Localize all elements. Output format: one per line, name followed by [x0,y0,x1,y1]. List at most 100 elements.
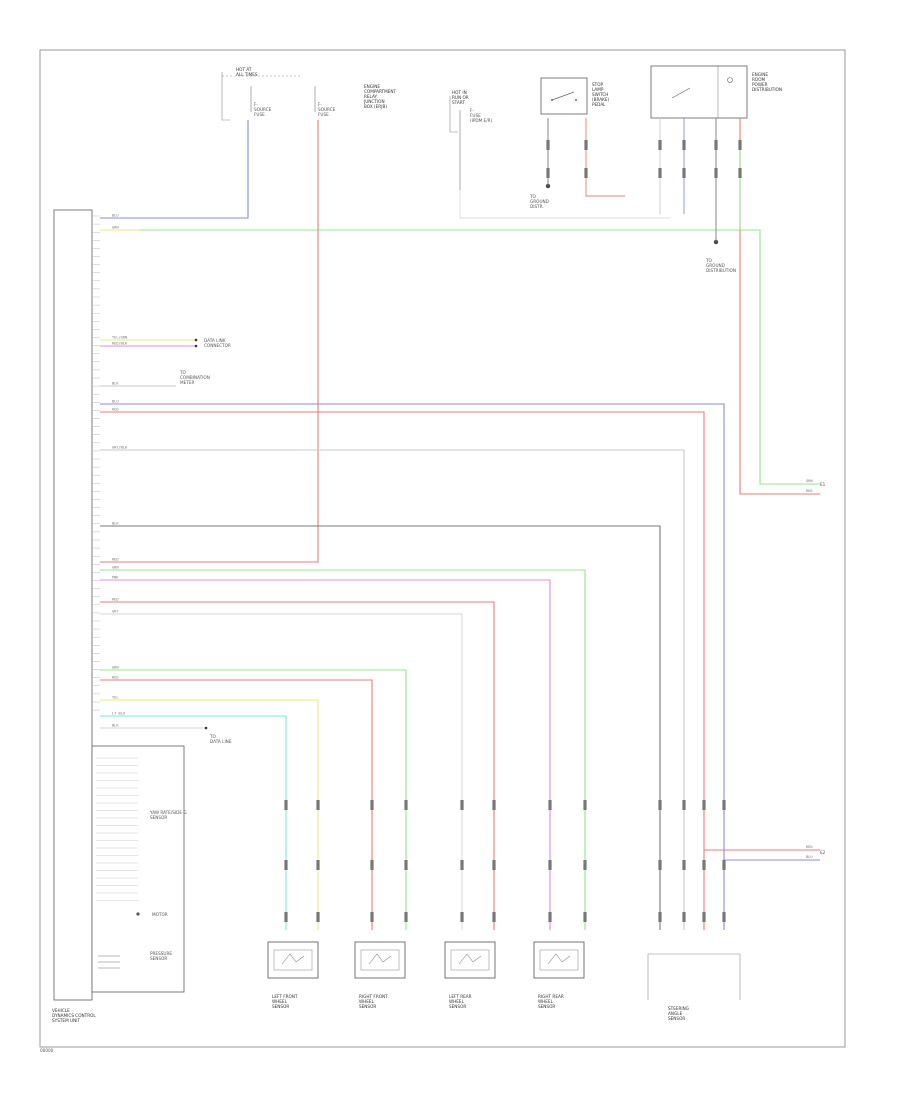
wheel-sensor-symbol [547,953,571,965]
control-unit-label-line-1: VEHICLE [52,1008,70,1013]
inline-connector [370,912,374,922]
combination-meter-label-2: COMBINATION [180,375,210,380]
combination-meter-label-1: TO [179,370,187,375]
wire-color-label: BLU [112,214,119,218]
actuator-module-block [91,745,185,993]
wire-color-label: RED [112,676,119,680]
wire-color-label: YEL [112,696,119,700]
inline-connector [492,860,496,870]
inline-connector [658,800,662,810]
wheel-sensor-label: SENSOR [272,1004,289,1009]
fuse-b-sublabel-1: F- [318,102,322,107]
wheel-sensor-inner [450,949,490,971]
wire-blue-steering [100,403,725,930]
ecm-pin-numbers [92,215,100,711]
wire-color-label: YEL/GRN [112,336,127,340]
ground-a-label-1: TO [529,194,537,199]
wire-color-label: RED [806,489,813,493]
data-link-label-2: CONNECTOR [204,343,231,348]
wire-color-label: RED/BLK [112,342,128,346]
wheel-sensor-inner [539,949,579,971]
fuse-a-label-2: ALL TIMES [236,72,258,77]
inline-connector [658,912,662,922]
engine-room-label-3: POWER [752,82,768,87]
wire-red-rf [100,679,373,930]
fuse-c-label-3: START [452,100,465,105]
wire-color-label: RED [806,845,813,849]
engine-room-label-1: ENGINE [752,72,768,77]
wire-color-label: BLU [806,855,813,859]
wheel-sensor-label: SENSOR [359,1004,376,1009]
steering-angle-sensor-box [647,953,741,1000]
wire-red-fuse-b [100,120,319,563]
wheel-sensor-body [533,941,585,979]
module-internal-pins [96,757,138,901]
fuse-c-sublabel-3: (IPDM E/R) [470,118,493,123]
wheel-sensor-label: RIGHT REAR [538,994,564,999]
wheel-sensor-body [354,941,406,979]
relay-box-label-4: JUNCTION [363,99,385,104]
connector-label-e1: E1 [820,482,826,487]
wheel-sensor-label: LEFT REAR [449,994,472,999]
wire-color-label: GRN [112,566,119,570]
wire-color-label: RED [112,558,119,562]
can-terminal [204,726,208,730]
wire-color-label: GRN [112,226,119,230]
wheel-sensor-label: WHEEL [538,999,554,1004]
inline-connector [460,912,464,922]
wheel-sensor-label: SENSOR [538,1004,555,1009]
inline-connector [284,912,288,922]
pressure-sensor-symbol [98,955,120,969]
wire-gray-lr [100,613,463,930]
wheel-sensor-label: LEFT FRONT [272,994,298,999]
inline-connector [583,860,587,870]
inline-connector [316,860,320,870]
wheel-sensor-inner [273,949,313,971]
relay-box-label-1: ENGINE [364,84,380,89]
wire-color-label: BLK [112,724,119,728]
ground-a-label-2: GROUND [530,199,549,204]
can-ref-label-2: DATA LINE [210,739,232,744]
ground-b-label-1: TO [705,258,713,263]
stop-lamp-label-4: (BRAKE) [592,97,610,102]
inline-connector [702,860,706,870]
inline-connector [316,912,320,922]
fuse-a-sublabel-3: FUSE [254,112,265,117]
stop-lamp-label-3: SWITCH [592,92,608,97]
footer-code: 00000 [40,1048,54,1053]
stop-lamp-label-2: LAMP [592,87,604,92]
fuse-source-a [221,72,316,121]
inline-connector [316,800,320,810]
wire-gray-steering [100,449,685,930]
fuse-a-sublabel-2: SOURCE [254,107,272,112]
inline-connector [682,168,686,178]
stop-lamp-label-5: PEDAL [592,102,606,107]
wheel-sensor-body [444,941,496,979]
relay-box-label-5: BOX (ERJB) [364,104,387,109]
wheel-sensor-label: WHEEL [359,999,375,1004]
relay-box-label-3: RELAY [364,94,378,99]
wheel-sensor-label: WHEEL [272,999,288,1004]
ground-b-label-2: GROUND [706,263,725,268]
inline-connector [583,800,587,810]
inline-connector [404,800,408,810]
inline-connector [722,800,726,810]
wire-pink-rr [100,579,551,930]
inline-connector [492,912,496,922]
fuse-c-sublabel-2: FUSE [470,113,481,118]
wheel-sensor-symbol [281,953,305,965]
wheel-sensor-symbol [368,953,392,965]
stop-lamp-switch-symbol [551,91,577,101]
inline-connector [738,140,742,150]
wire-color-label: PNK [112,576,119,580]
inline-connector [714,140,718,150]
fuse-b-sublabel-3: FUSE [318,112,329,117]
wire-color-label: BLK [112,382,119,386]
module-label-line-1: YAW RATE/SIDE G [149,810,187,815]
wheel-sensor-label: RIGHT FRONT [359,994,388,999]
inline-connector [548,860,552,870]
wire-green-rf [100,669,407,930]
